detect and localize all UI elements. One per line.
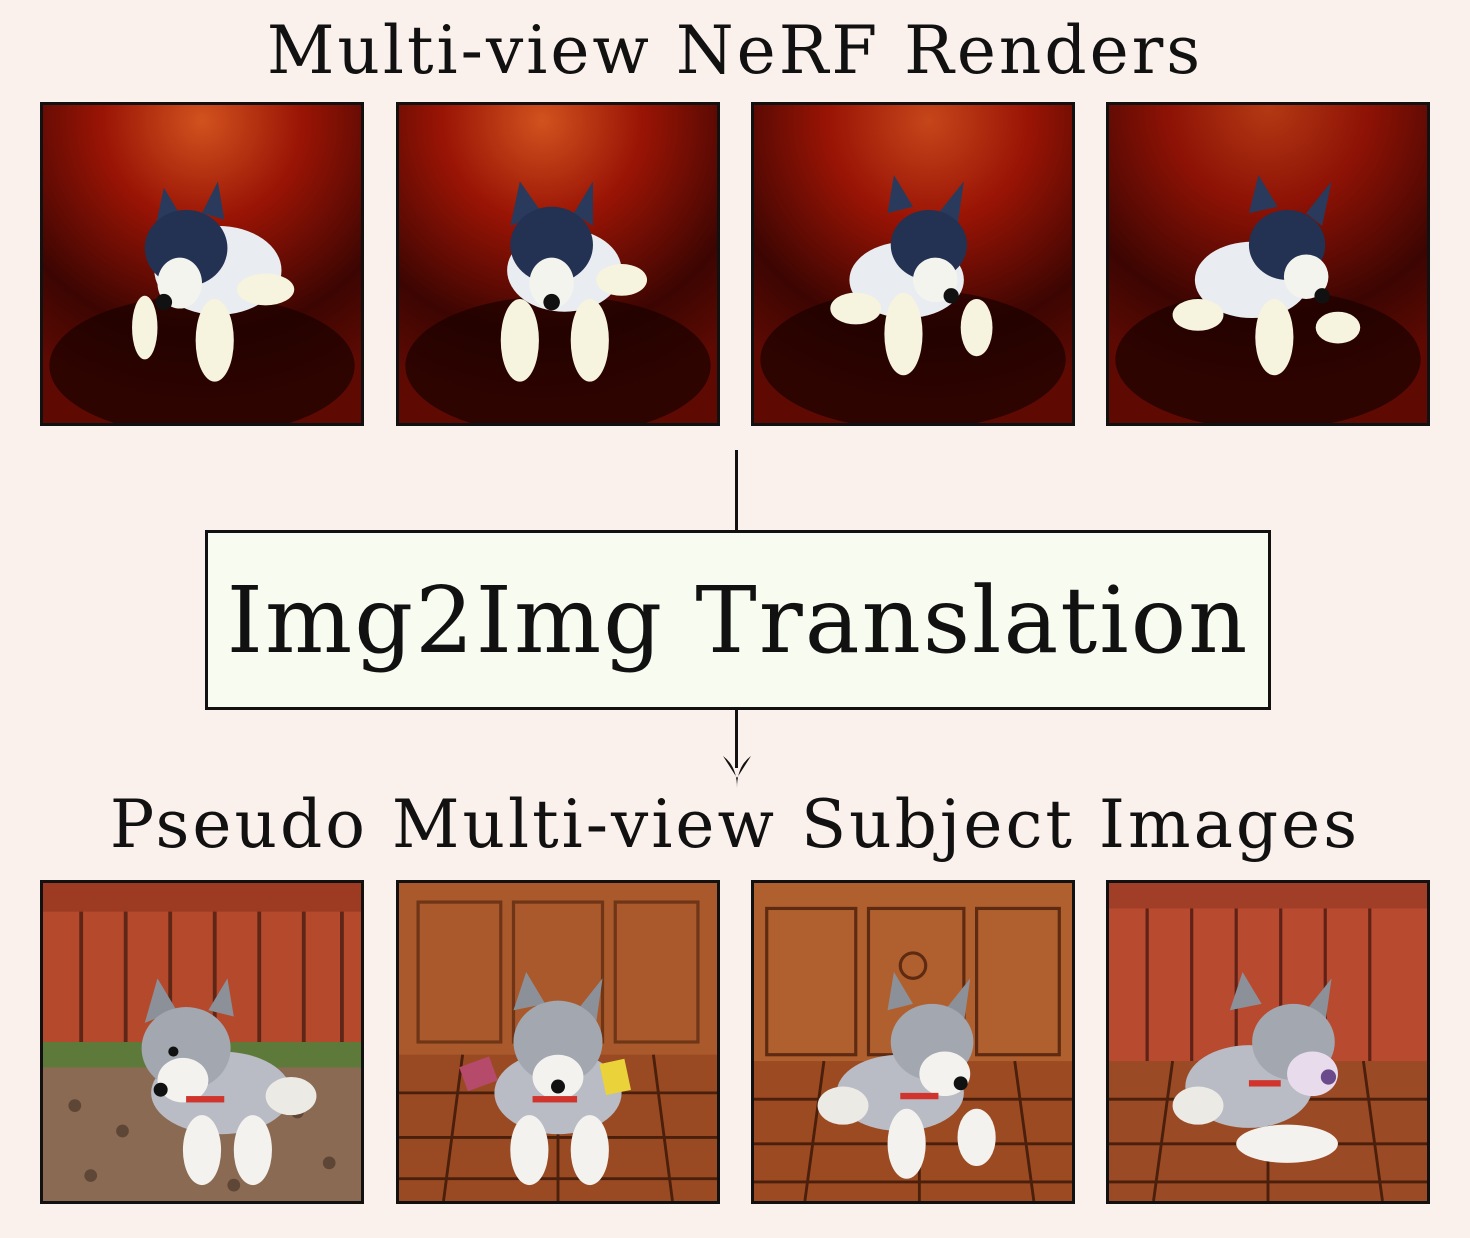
nerf-renders-title: Multi-view NeRF Renders (266, 12, 1204, 89)
subject-image (751, 880, 1075, 1204)
husky-plush-figure (817, 972, 996, 1179)
down-arrow-icon (723, 756, 751, 788)
husky-plush-figure (500, 181, 648, 382)
subject-image (40, 880, 364, 1204)
husky-plush-figure (132, 181, 295, 382)
husky-plush-figure (830, 174, 993, 376)
husky-plush-figure (1172, 972, 1338, 1163)
subject-image (396, 880, 720, 1204)
nerf-render-image (40, 102, 364, 426)
nerf-render-image (396, 102, 720, 426)
husky-plush-figure (1172, 174, 1361, 376)
husky-plush-figure (141, 978, 317, 1186)
flow-arrow-shaft (735, 708, 738, 768)
nerf-render-image (751, 102, 1075, 426)
subject-images-title: Pseudo Multi-view Subject Images (109, 786, 1361, 863)
flow-connector-line (735, 450, 738, 532)
img2img-translation-label: Img2Img Translation (226, 566, 1250, 674)
subject-image (1106, 880, 1430, 1204)
nerf-render-image (1106, 102, 1430, 426)
img2img-translation-box: Img2Img Translation (205, 530, 1271, 710)
husky-plush-figure (459, 972, 631, 1186)
